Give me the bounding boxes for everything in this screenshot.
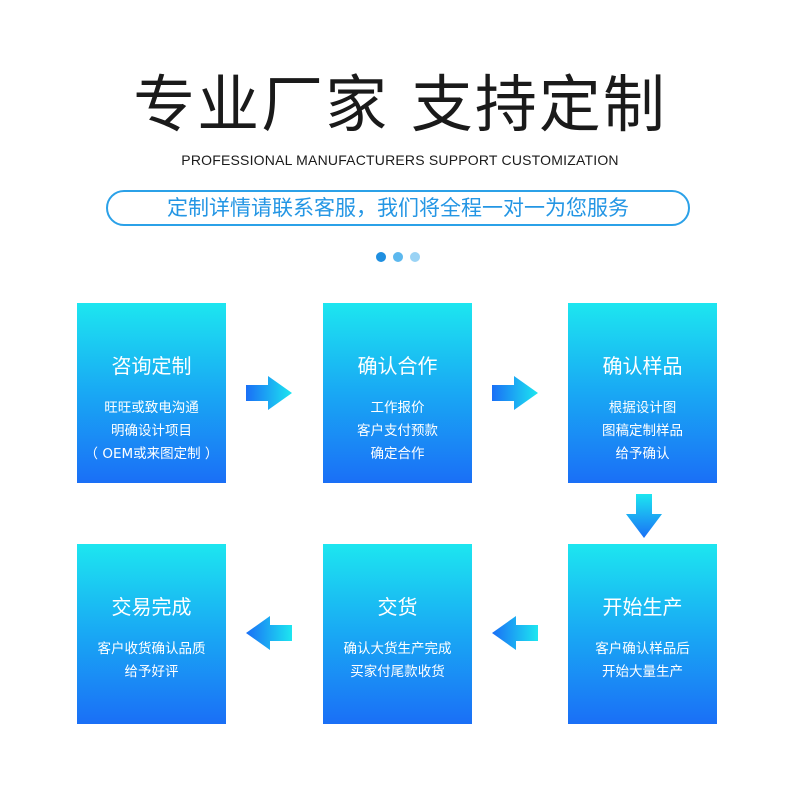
step-line: 根据设计图 — [608, 400, 677, 416]
page-title: 专业厂家 支持定制 — [133, 68, 667, 141]
arrow-down-icon — [626, 494, 662, 538]
service-banner: 定制详情请联系客服，我们将全程一对一为您服务 — [106, 190, 690, 226]
step-title: 确认合作 — [357, 354, 438, 378]
pagination-dot — [410, 252, 420, 262]
step-title: 交货 — [377, 595, 418, 619]
pagination-dots — [376, 252, 424, 262]
arrow-right-icon — [492, 376, 538, 410]
step-line: 旺旺或致电沟通 — [104, 400, 199, 416]
step-title: 交易完成 — [111, 595, 192, 619]
step-box-confirm-cooperation: 确认合作 工作报价 客户支付预款 确定合作 — [323, 303, 472, 483]
step-line: 给予好评 — [124, 664, 179, 680]
step-line: 给予确认 — [615, 446, 670, 462]
step-line: 确定合作 — [370, 446, 425, 462]
step-box-consult: 咨询定制 旺旺或致电沟通 明确设计项目 （ OEM或来图定制 ） — [77, 303, 226, 483]
step-line: （ OEM或来图定制 ） — [84, 446, 219, 462]
page-subtitle: PROFESSIONAL MANUFACTURERS SUPPORT CUSTO… — [181, 152, 619, 168]
pagination-dot — [393, 252, 403, 262]
step-line: 开始大量生产 — [602, 664, 683, 680]
step-line: 买家付尾款收货 — [350, 664, 445, 680]
arrow-left-icon — [492, 616, 538, 650]
step-title: 确认样品 — [602, 354, 683, 378]
step-box-start-production: 开始生产 客户确认样品后 开始大量生产 — [568, 544, 717, 724]
step-box-trade-complete: 交易完成 客户收货确认品质 给予好评 — [77, 544, 226, 724]
step-line: 明确设计项目 — [111, 423, 192, 439]
step-line: 客户支付预款 — [357, 423, 438, 439]
pagination-dot — [376, 252, 386, 262]
step-box-confirm-sample: 确认样品 根据设计图 图稿定制样品 给予确认 — [568, 303, 717, 483]
arrow-left-icon — [246, 616, 292, 650]
step-line: 客户确认样品后 — [595, 641, 690, 657]
step-title: 开始生产 — [602, 595, 683, 619]
step-line: 图稿定制样品 — [602, 423, 683, 439]
step-line: 确认大货生产完成 — [343, 641, 452, 657]
arrow-right-icon — [246, 376, 292, 410]
step-box-delivery: 交货 确认大货生产完成 买家付尾款收货 — [323, 544, 472, 724]
step-title: 咨询定制 — [111, 354, 192, 378]
step-line: 工作报价 — [370, 400, 425, 416]
step-line: 客户收货确认品质 — [97, 641, 206, 657]
